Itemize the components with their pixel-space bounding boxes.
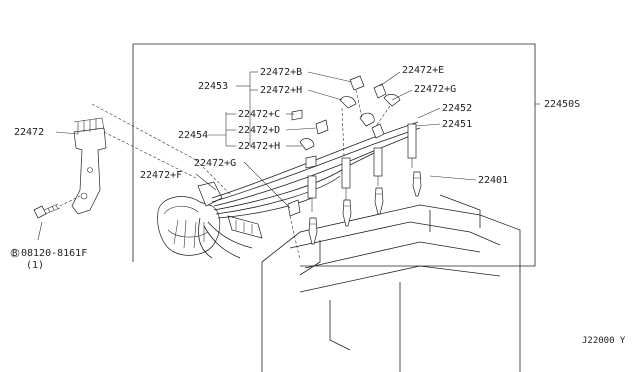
label-22401: 22401 [478,175,508,186]
coil-bracket [71,117,107,215]
label-22452: 22452 [442,103,472,114]
label-clip-g-upper: 22472+G [414,84,456,95]
label-22454: 22454 [178,130,208,141]
label-clip-b: 22472+B [260,67,302,78]
assembly-frame [132,43,536,267]
label-22450s: 22450S [544,99,580,110]
bolt [33,195,81,219]
bolt-prefix: B [12,249,17,259]
plug-boots [307,123,417,212]
bolt-marker-icon [10,248,20,258]
label-clip-d: 22472+D [238,125,280,136]
label-22472: 22472 [14,127,44,138]
label-clip-e: 22472+E [402,65,444,76]
label-clip-h-upper: 22472+H [260,85,302,96]
engine-block [261,194,521,372]
ignition-cables [198,121,421,259]
label-clip-g-lower: 22472+G [194,158,236,169]
clips [287,75,401,217]
label-bolt-qty: (1) [26,260,44,271]
label-clip-f: 22472+F [140,170,182,181]
diagram-code: J22000 Y [582,336,626,346]
spark-plugs [308,171,422,245]
distributor [157,181,263,256]
label-bolt: 08120-8161F [21,248,87,259]
label-clip-h-lower: 22472+H [238,141,280,152]
label-22453: 22453 [198,81,228,92]
label-clip-c: 22472+C [238,109,280,120]
leader-lines [37,71,540,261]
label-22451: 22451 [442,119,472,130]
